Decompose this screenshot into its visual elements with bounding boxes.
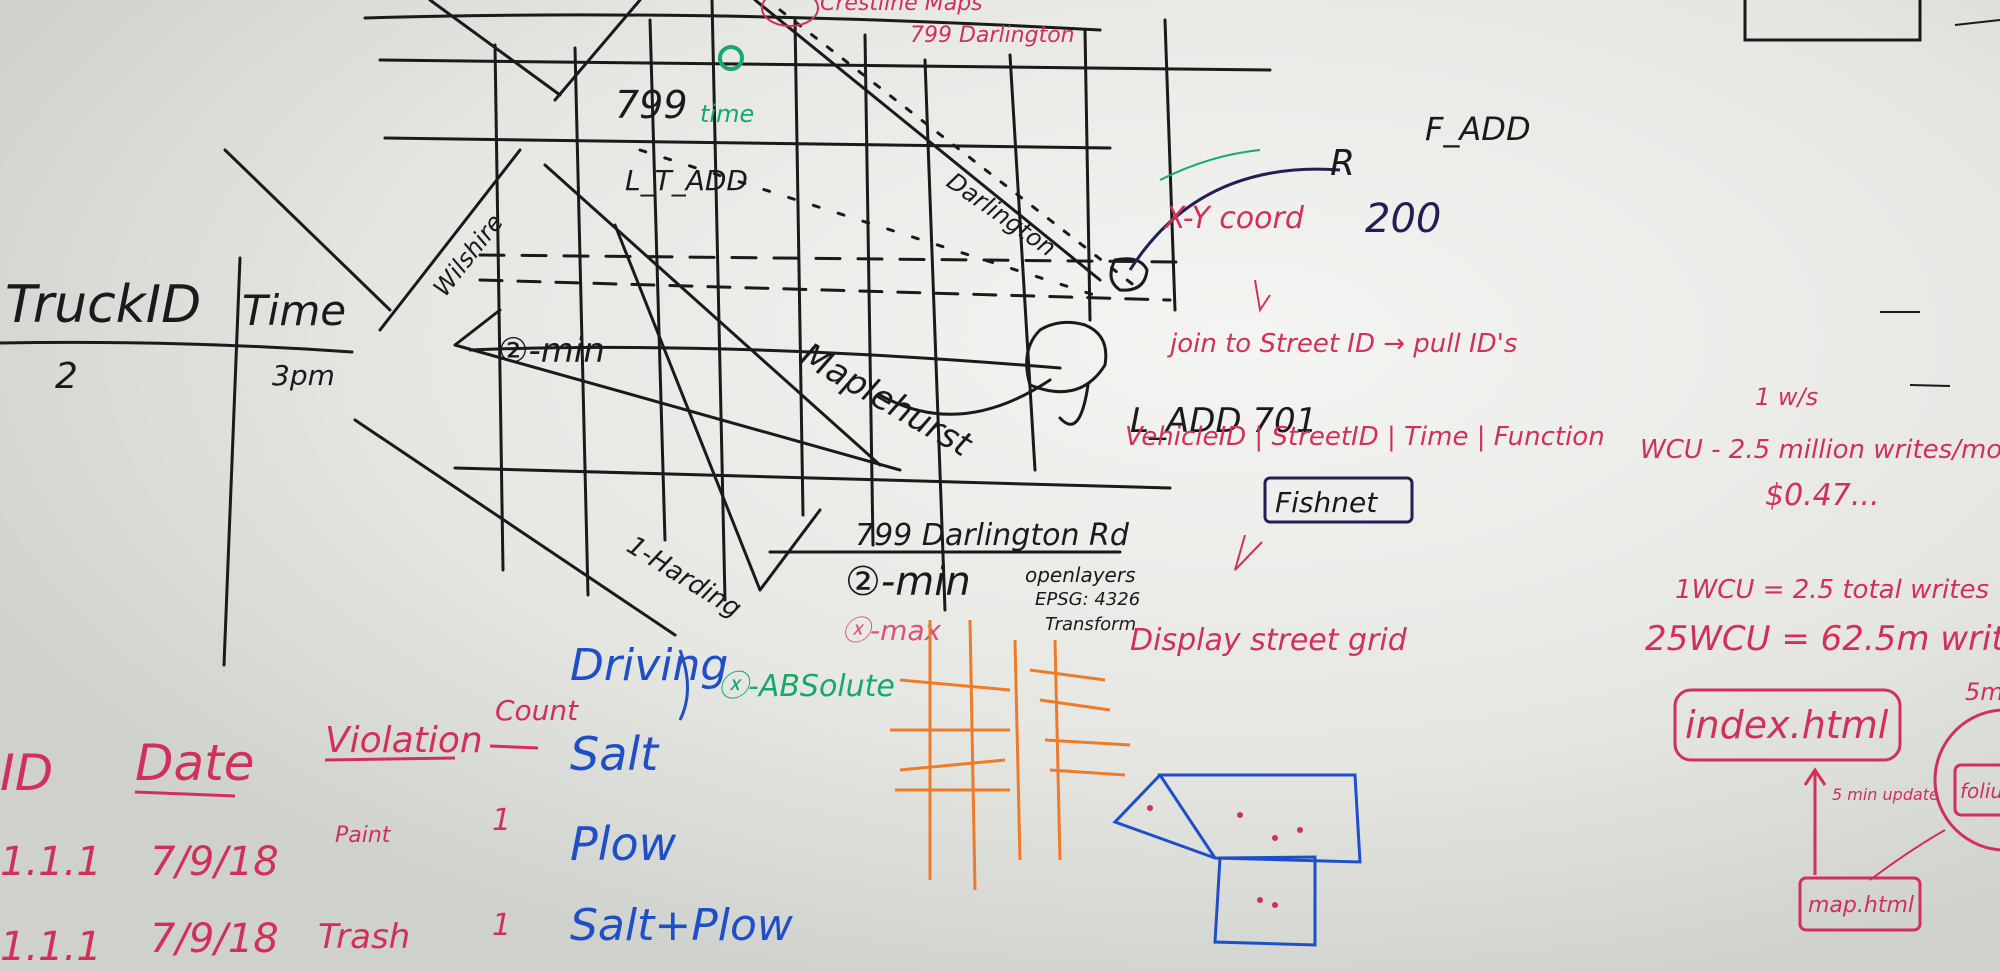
index-box <box>1673 688 1902 762</box>
row1-count: 1 <box>492 803 511 838</box>
col-count-header: Count <box>495 694 579 727</box>
openlayers-line-2: EPSG: 4326 <box>1035 589 1140 610</box>
col-date-header: Date <box>135 734 255 792</box>
row2-date: 7/9/18 <box>150 916 279 962</box>
address-799-label: 799 <box>615 83 688 127</box>
absolute-label: ⓧ-ABSolute <box>718 669 895 704</box>
row1-id: 1.1.1 <box>0 839 102 885</box>
address-799-rd-label: 799 Darlington Rd <box>855 518 1130 553</box>
street-grid-sketch <box>0 0 1272 667</box>
top-right-box <box>1743 0 1922 42</box>
time-label: time <box>700 100 754 128</box>
xy-coord-label: X-Y coord <box>1163 201 1305 236</box>
map-link <box>1869 829 1946 881</box>
header-underline <box>134 744 539 798</box>
row1-violation: Paint <box>335 823 392 848</box>
top-partial-label: Crestline Maps <box>820 0 983 16</box>
function-plow: Plow <box>570 817 677 871</box>
row1-date: 7/9/18 <box>150 839 279 885</box>
down-arrow-1 <box>1254 279 1271 313</box>
truck-id-value: 2 <box>55 356 78 397</box>
wcu-header: 1 w/s <box>1755 383 1818 411</box>
function-salt-plow: Salt+Plow <box>570 900 794 951</box>
top-address-label: 799 Darlington <box>910 23 1075 48</box>
driving-bracket <box>678 649 689 721</box>
columns-note: VehicleID | StreetID | Time | Function <box>1125 422 1605 452</box>
x-max-label: ⓧ-max <box>842 614 942 647</box>
index-label: index.html <box>1685 703 1889 747</box>
join-note: join to Street ID → pull ID's <box>1167 329 1517 359</box>
blue-polygons-sketch <box>1112 773 1362 947</box>
row2-count: 1 <box>492 908 511 943</box>
fishnet-box <box>1263 476 1414 524</box>
f-add-label: F_ADD <box>1425 110 1531 148</box>
folium-label: folium <box>1960 779 2000 803</box>
num-200-label: 200 <box>1365 196 1441 242</box>
two-min-label-b: ②-min <box>845 559 971 605</box>
wcu-line: WCU - 2.5 million writes/month <box>1640 435 2000 465</box>
r-label: R <box>1330 143 1355 184</box>
five-min-label: 5 min update <box>1832 785 1939 804</box>
twentyfive-line: 25WCU = 62.5m writes <box>1645 619 2000 659</box>
corner-label: 5m <box>1965 678 2000 706</box>
row2-violation: Trash <box>318 917 410 957</box>
top-circle <box>761 0 819 27</box>
function-salt: Salt <box>570 727 660 781</box>
col-violation-header: Violation <box>325 720 483 761</box>
down-arrow-2 <box>1234 534 1263 571</box>
row2-id: 1.1.1 <box>0 924 102 970</box>
onewcu-line: 1WCU = 2.5 total writes <box>1675 575 1989 605</box>
time-header: Time <box>242 286 346 335</box>
l-t-add-label: L_T_ADD <box>625 164 748 197</box>
orange-fishnet-sketch <box>890 619 1131 891</box>
fishnet-label: Fishnet <box>1275 486 1378 519</box>
green-pin-icon <box>718 45 744 71</box>
col-id-header: ID <box>0 744 53 802</box>
coord-arrow-line <box>1128 167 1341 271</box>
display-note: Display street grid <box>1130 623 1408 658</box>
green-accent-line <box>1159 149 1261 181</box>
l-add-label: L_ADD 701 <box>1130 401 1317 441</box>
openlayers-line-1: openlayers <box>1025 563 1136 587</box>
openlayers-line-3: Transform <box>1045 614 1136 635</box>
time-value: 3pm <box>272 359 335 392</box>
folium-box <box>1953 763 2000 817</box>
folium-circle <box>1933 708 2000 852</box>
map-label: map.html <box>1808 893 1914 918</box>
two-min-label-a: ②-min <box>498 331 605 371</box>
red-dots <box>1147 805 1303 908</box>
cost-line: $0.47... <box>1765 478 1880 513</box>
function-driving: Driving <box>570 640 728 691</box>
truck-id-header: TruckID <box>5 275 201 335</box>
up-arrow <box>1803 767 1827 875</box>
map-box <box>1798 876 1922 932</box>
right-dashes <box>1880 19 2000 387</box>
